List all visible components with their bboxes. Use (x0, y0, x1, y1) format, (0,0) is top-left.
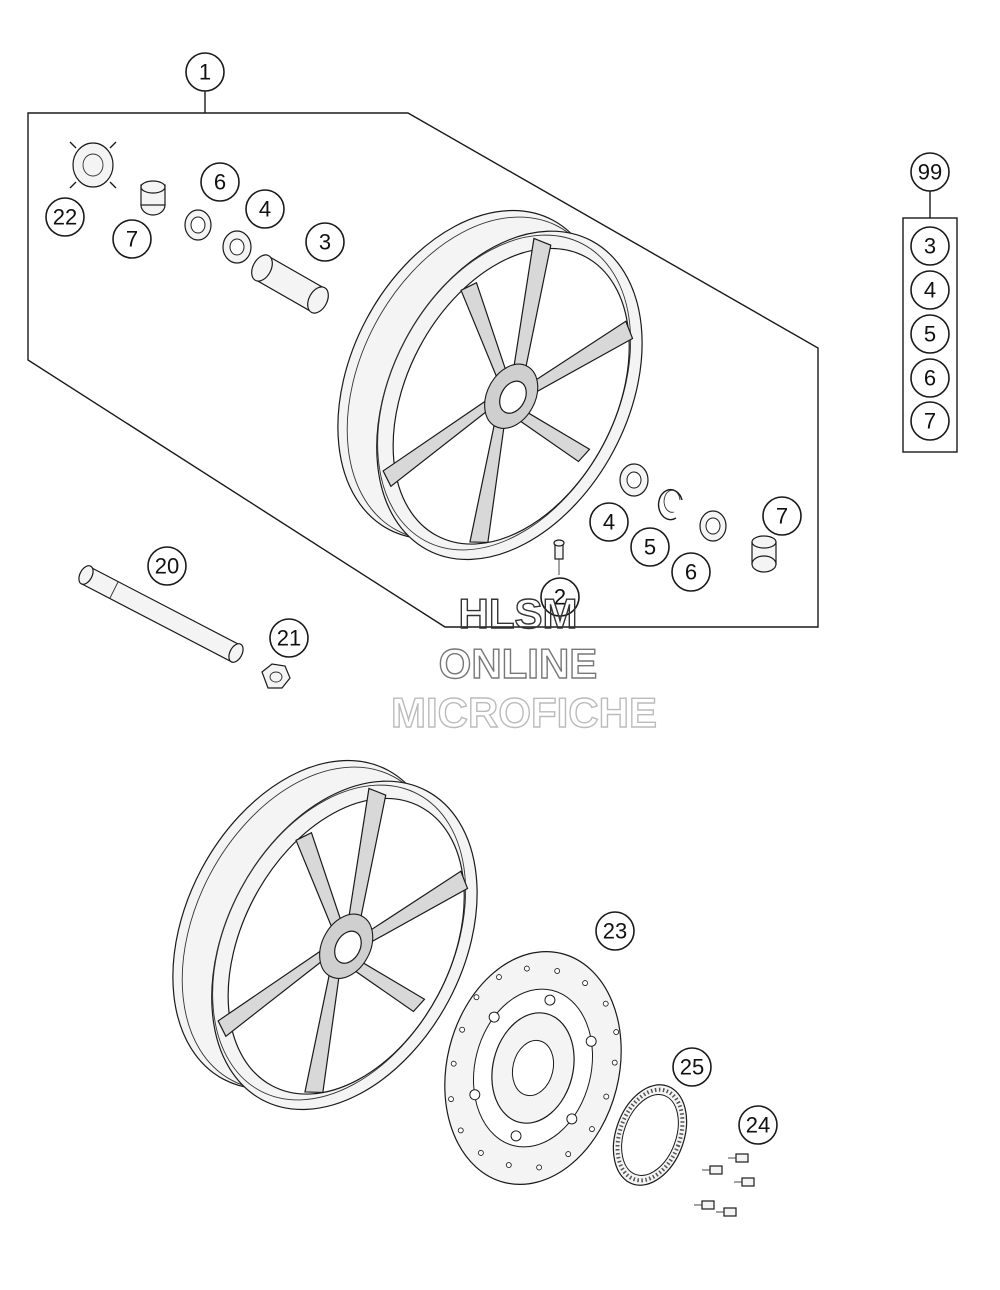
callout-21-label: 21 (277, 626, 301, 651)
callout-6-right-label: 6 (685, 560, 697, 585)
part-5-circlip (657, 488, 683, 521)
kit-99-box (902, 217, 958, 453)
watermark-line-1: HLSM (459, 590, 578, 637)
callout-99: 99 (910, 152, 950, 192)
callout-4-right-label: 4 (603, 510, 615, 535)
callout-2: 2 (540, 577, 580, 617)
watermark-line-3: MICROFICHE (391, 689, 657, 736)
kit-99-item-3: 5 (910, 314, 950, 354)
part-4-bearing-right (619, 463, 649, 497)
callout-21: 21 (269, 618, 309, 658)
callout-4-right: 4 (589, 502, 629, 542)
kit-99-item-5-label: 7 (924, 409, 936, 434)
callout-6-left: 6 (200, 162, 240, 202)
callout-7-left-label: 7 (126, 227, 138, 252)
callout-22-label: 22 (53, 205, 77, 230)
callout-7-right-label: 7 (776, 504, 788, 529)
kit-99-item-3-label: 5 (924, 322, 936, 347)
callout-4-left-label: 4 (259, 197, 271, 222)
callout-22: 22 (45, 197, 85, 237)
part-7-spacer-right (751, 535, 777, 573)
part-22-carrier (69, 141, 117, 189)
watermark-line-2: ONLINE (439, 640, 598, 687)
callout-20-label: 20 (155, 554, 179, 579)
callout-3: 3 (305, 222, 345, 262)
kit-99-item-1-label: 3 (924, 234, 936, 259)
kit-99-item-2: 4 (910, 270, 950, 310)
callout-24-label: 24 (746, 1113, 770, 1138)
wheel-lower (172, 759, 478, 1111)
callout-1-label: 1 (199, 60, 211, 85)
callout-1: 1 (185, 52, 225, 92)
part-3-distance-sleeve (251, 254, 329, 314)
callout-4-left: 4 (245, 189, 285, 229)
part-25-abs-ring (612, 1084, 688, 1186)
callout-24: 24 (738, 1105, 778, 1145)
part-6-seal-left (184, 209, 212, 241)
kit-99-item-2-label: 4 (924, 278, 936, 303)
part-7-spacer-left (140, 180, 166, 216)
callout-6-left-label: 6 (214, 170, 226, 195)
callout-6-right: 6 (671, 552, 711, 592)
callout-20: 20 (147, 546, 187, 586)
callout-5-label: 5 (644, 535, 656, 560)
wheel-upper (337, 209, 643, 561)
kit-99-item-5: 7 (910, 401, 950, 441)
part-2-valve (553, 539, 565, 575)
part-21-nut (261, 663, 291, 689)
part-4-bearing-left (222, 230, 252, 264)
callout-23: 23 (595, 911, 635, 951)
callout-7-left: 7 (112, 219, 152, 259)
kit-99-item-4-label: 6 (924, 366, 936, 391)
callout-25-label: 25 (680, 1055, 704, 1080)
callout-2-label: 2 (554, 585, 566, 610)
callout-5: 5 (630, 527, 670, 567)
kit-99-item-4: 6 (910, 358, 950, 398)
part-23-brake-disc (444, 951, 622, 1185)
part-6-seal-right (699, 510, 727, 542)
callout-99-label: 99 (918, 160, 942, 185)
kit-99-item-1: 3 (910, 226, 950, 266)
assembly-outline (27, 112, 819, 628)
part-20-wheel-spindle (78, 565, 244, 663)
part-24-screws (694, 1153, 755, 1217)
callout-25: 25 (672, 1047, 712, 1087)
callout-3-label: 3 (319, 230, 331, 255)
callout-7-right: 7 (762, 496, 802, 536)
callout-23-label: 23 (603, 919, 627, 944)
